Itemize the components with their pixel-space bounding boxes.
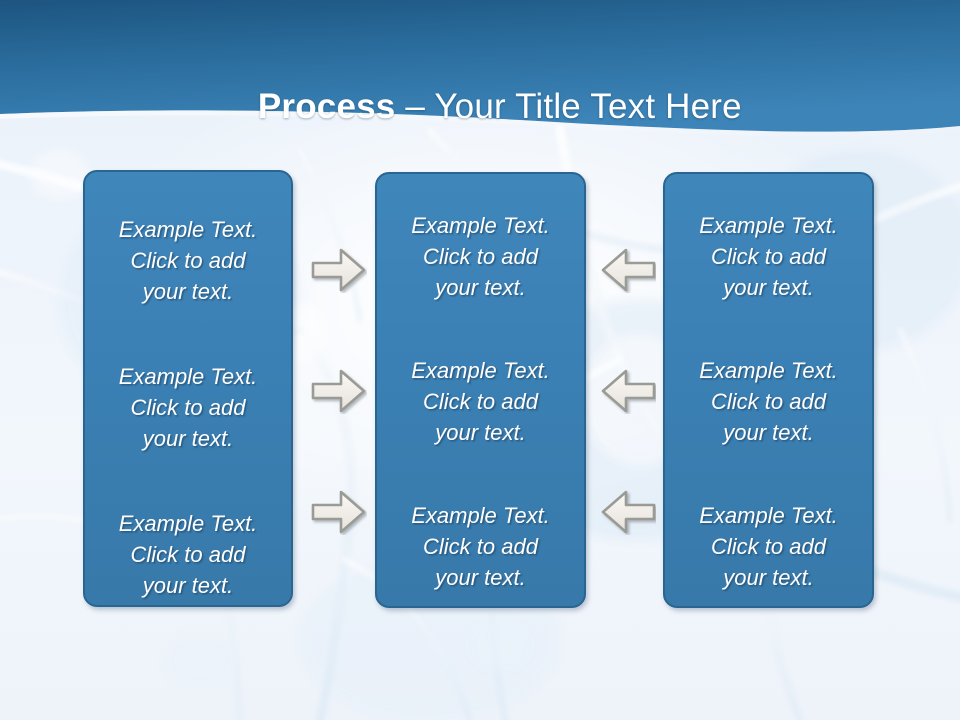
arrow-right-icon-2 <box>311 368 367 414</box>
page-title-bold: Process <box>257 87 396 126</box>
process-text-3-1[interactable]: Example Text. Click to add your text. <box>699 213 838 300</box>
process-text-1-3[interactable]: Example Text. Click to add your text. <box>118 511 258 598</box>
arrow-right-icon-3 <box>311 489 367 535</box>
arrow-left-icon-1 <box>600 247 656 293</box>
arrow-right-icon-1 <box>311 247 367 293</box>
arrow-left-icon-3 <box>600 489 656 535</box>
process-text-2-2[interactable]: Example Text. Click to add your text. <box>411 358 550 445</box>
process-text-3-3[interactable]: Example Text. Click to add your text. <box>699 503 838 590</box>
page-title-rest: – Your Title Text Here <box>395 87 742 126</box>
process-text-3-2[interactable]: Example Text. Click to add your text. <box>699 358 838 445</box>
process-box-column-3[interactable]: Example Text. Click to add your text. Ex… <box>663 172 874 608</box>
process-text-2-3[interactable]: Example Text. Click to add your text. <box>411 503 550 590</box>
process-text-1-1[interactable]: Example Text. Click to add your text. <box>118 217 258 304</box>
header-band <box>0 0 960 137</box>
process-text-2-1[interactable]: Example Text. Click to add your text. <box>411 213 550 300</box>
process-text-1-2[interactable]: Example Text. Click to add your text. <box>118 364 258 451</box>
process-box-column-2[interactable]: Example Text. Click to add your text. Ex… <box>375 172 586 608</box>
arrow-left-icon-2 <box>600 368 656 414</box>
process-box-column-1[interactable]: Example Text. Click to add your text. Ex… <box>83 170 293 607</box>
page-title: Process – Your Title Text Here <box>0 44 960 170</box>
